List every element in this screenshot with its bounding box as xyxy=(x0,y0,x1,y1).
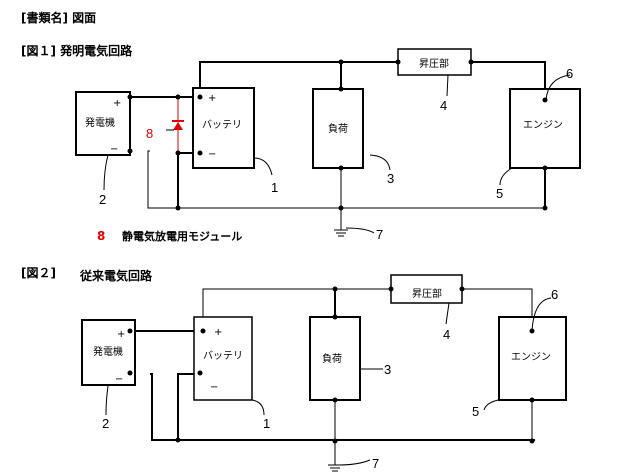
fig1-booster-box xyxy=(397,48,472,76)
fig1-load-box xyxy=(312,88,364,169)
fig1-ground-icon xyxy=(334,229,348,237)
fig2-engine-label: エンジン xyxy=(511,352,551,363)
fig2-ref-1: 1 xyxy=(263,416,270,431)
figure2-number: [図２] xyxy=(21,266,56,280)
fig2-ref-5: 5 xyxy=(472,404,479,419)
fig2-ground-icon xyxy=(328,464,342,472)
doc-type-heading: [書類名] 図面 xyxy=(21,10,96,25)
fig1-ref-8: 8 xyxy=(146,126,153,141)
fig1-battery-plus: + xyxy=(208,93,216,104)
figure2-circuit: + 発電機 − + バッテリ − 負荷 昇圧部 エンジン 2 1 3 4 6 5… xyxy=(81,274,567,472)
fig2-ref-2: 2 xyxy=(102,416,109,431)
fig1-generator-box xyxy=(75,91,131,156)
fig2-battery-minus: − xyxy=(210,382,218,393)
fig1-ref-6: 6 xyxy=(566,66,573,81)
fig1-generator-minus: − xyxy=(110,144,118,155)
fig2-ref-3: 3 xyxy=(384,362,391,377)
figure1-title: [図１] 発明電気回路 xyxy=(21,43,133,58)
fig1-battery-label: バッテリ xyxy=(202,119,242,131)
fig1-ref-3: 3 xyxy=(387,171,394,186)
fig1-wire-ground-bus xyxy=(147,150,545,209)
fig2-load-label: 負荷 xyxy=(322,353,342,365)
fig2-wire-ground-bus xyxy=(150,373,535,441)
fig1-battery-box xyxy=(192,87,255,169)
fig1-generator-label: 発電機 xyxy=(85,116,115,129)
fig2-ref-4: 4 xyxy=(443,327,450,342)
fig1-booster-label: 昇圧部 xyxy=(419,57,449,70)
esd-legend-text: 静電気放電用モジュール xyxy=(122,229,242,243)
fig2-generator-plus: + xyxy=(117,329,125,340)
fig2-engine-box xyxy=(498,316,567,401)
fig2-wire-battery-minus xyxy=(177,373,200,440)
figure1-circuit: + 発電機 − + バッテリ − 負荷 昇圧部 エンジン 2 1 3 4 6 5… xyxy=(75,48,581,243)
fig2-booster-label: 昇圧部 xyxy=(412,287,442,300)
fig2-ref-6: 6 xyxy=(551,287,558,302)
fig1-ref-5: 5 xyxy=(496,186,503,201)
fig2-generator-minus: − xyxy=(115,374,123,385)
fig1-battery-minus: − xyxy=(208,149,216,160)
fig1-engine-label: エンジン xyxy=(523,120,563,131)
fig2-battery-plus: + xyxy=(214,327,222,338)
esd-legend-number: 8 xyxy=(97,229,105,243)
figure2-title: 従来電気回路 xyxy=(79,268,153,283)
fig2-ref-7: 7 xyxy=(372,456,379,471)
fig1-ref-7: 7 xyxy=(376,227,383,242)
fig2-generator-box xyxy=(81,319,136,386)
fig2-battery-label: バッテリ xyxy=(203,350,243,362)
fig1-wire-battery-to-booster xyxy=(199,61,398,97)
fig1-generator-plus: + xyxy=(113,98,121,109)
fig1-load-label: 負荷 xyxy=(328,123,348,135)
fig1-ref-2: 2 xyxy=(99,192,106,207)
fig1-ref-1: 1 xyxy=(271,180,278,195)
fig1-ref-4: 4 xyxy=(440,98,447,113)
esd-diode-icon xyxy=(172,120,184,130)
fig1-wire-booster-to-engine xyxy=(471,61,546,97)
fig2-generator-label: 発電機 xyxy=(93,345,123,358)
